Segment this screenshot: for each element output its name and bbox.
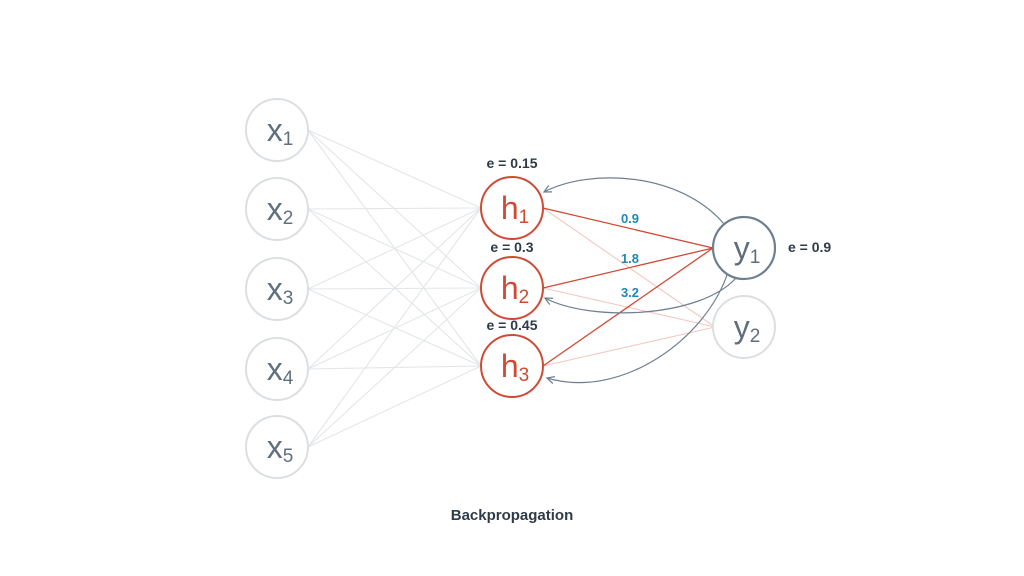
edge-x5-h3 <box>307 365 482 448</box>
edge-x5-h2 <box>307 287 482 448</box>
hidden-node-h2-circle <box>480 256 544 320</box>
hidden-node-h3-circle <box>480 334 544 398</box>
labels: x1 x2 x3 x4 x5 h1 h2 h3 y1 y2 e = 0.15 e = 0.3 e = 0… <box>267 112 832 467</box>
edge-h3-y1 <box>542 247 714 367</box>
output-node-y1-label: y1 <box>734 230 761 268</box>
weight-label-1: 0.9 <box>621 211 639 226</box>
edge-h2-y2 <box>542 287 716 328</box>
edge-x2-h1 <box>307 207 482 210</box>
hidden-node-h3-label: h3 <box>501 348 529 386</box>
input-node-x4-label: x4 <box>267 351 294 389</box>
diagram-caption: Backpropagation <box>451 507 574 524</box>
error-label-h3: e = 0.45 <box>487 317 538 333</box>
edge-x3-h1 <box>307 207 482 290</box>
edge-x2-h3 <box>307 208 482 367</box>
backprop-arrow-h1 <box>544 177 725 225</box>
edge-x1-h1 <box>307 129 482 209</box>
edge-h2-y1 <box>542 247 714 289</box>
input-node-x3-label: x3 <box>267 271 294 309</box>
backprop-arrow-h3 <box>547 271 729 383</box>
hidden-node-h1-circle <box>480 176 544 240</box>
input-node-x4-circle <box>245 337 309 401</box>
error-label-h1: e = 0.15 <box>487 155 538 171</box>
edge-x4-h1 <box>307 207 482 370</box>
input-node-x1-circle <box>245 98 309 162</box>
error-label-y1: e = 0.9 <box>788 239 831 255</box>
nodes <box>245 98 777 479</box>
output-node-y2-circle <box>712 295 776 359</box>
edge-h1-y1 <box>542 207 714 249</box>
weight-label-2: 1.8 <box>621 251 639 266</box>
input-node-x5-label: x5 <box>267 429 294 467</box>
error-label-h2: e = 0.3 <box>490 239 533 255</box>
input-node-x5-circle <box>245 415 309 479</box>
weight-label-3: 3.2 <box>621 285 639 300</box>
edge-x5-h1 <box>307 207 482 448</box>
hidden-node-h1-label: h1 <box>501 190 529 228</box>
input-node-x1-label: x1 <box>267 112 294 150</box>
input-node-x2-label: x2 <box>267 191 294 229</box>
backprop-arrows <box>544 177 737 383</box>
input-node-x3-circle <box>245 257 309 321</box>
output-node-y2-label: y2 <box>734 309 761 347</box>
input-node-x2-circle <box>245 177 309 241</box>
edge-h3-y2 <box>542 326 716 367</box>
hidden-node-h2-label: h2 <box>501 270 529 308</box>
edge-x4-h2 <box>307 287 482 370</box>
output-node-y1-circle <box>711 215 777 281</box>
hidden-y1-edges <box>542 207 714 367</box>
input-hidden-edges <box>307 129 482 448</box>
